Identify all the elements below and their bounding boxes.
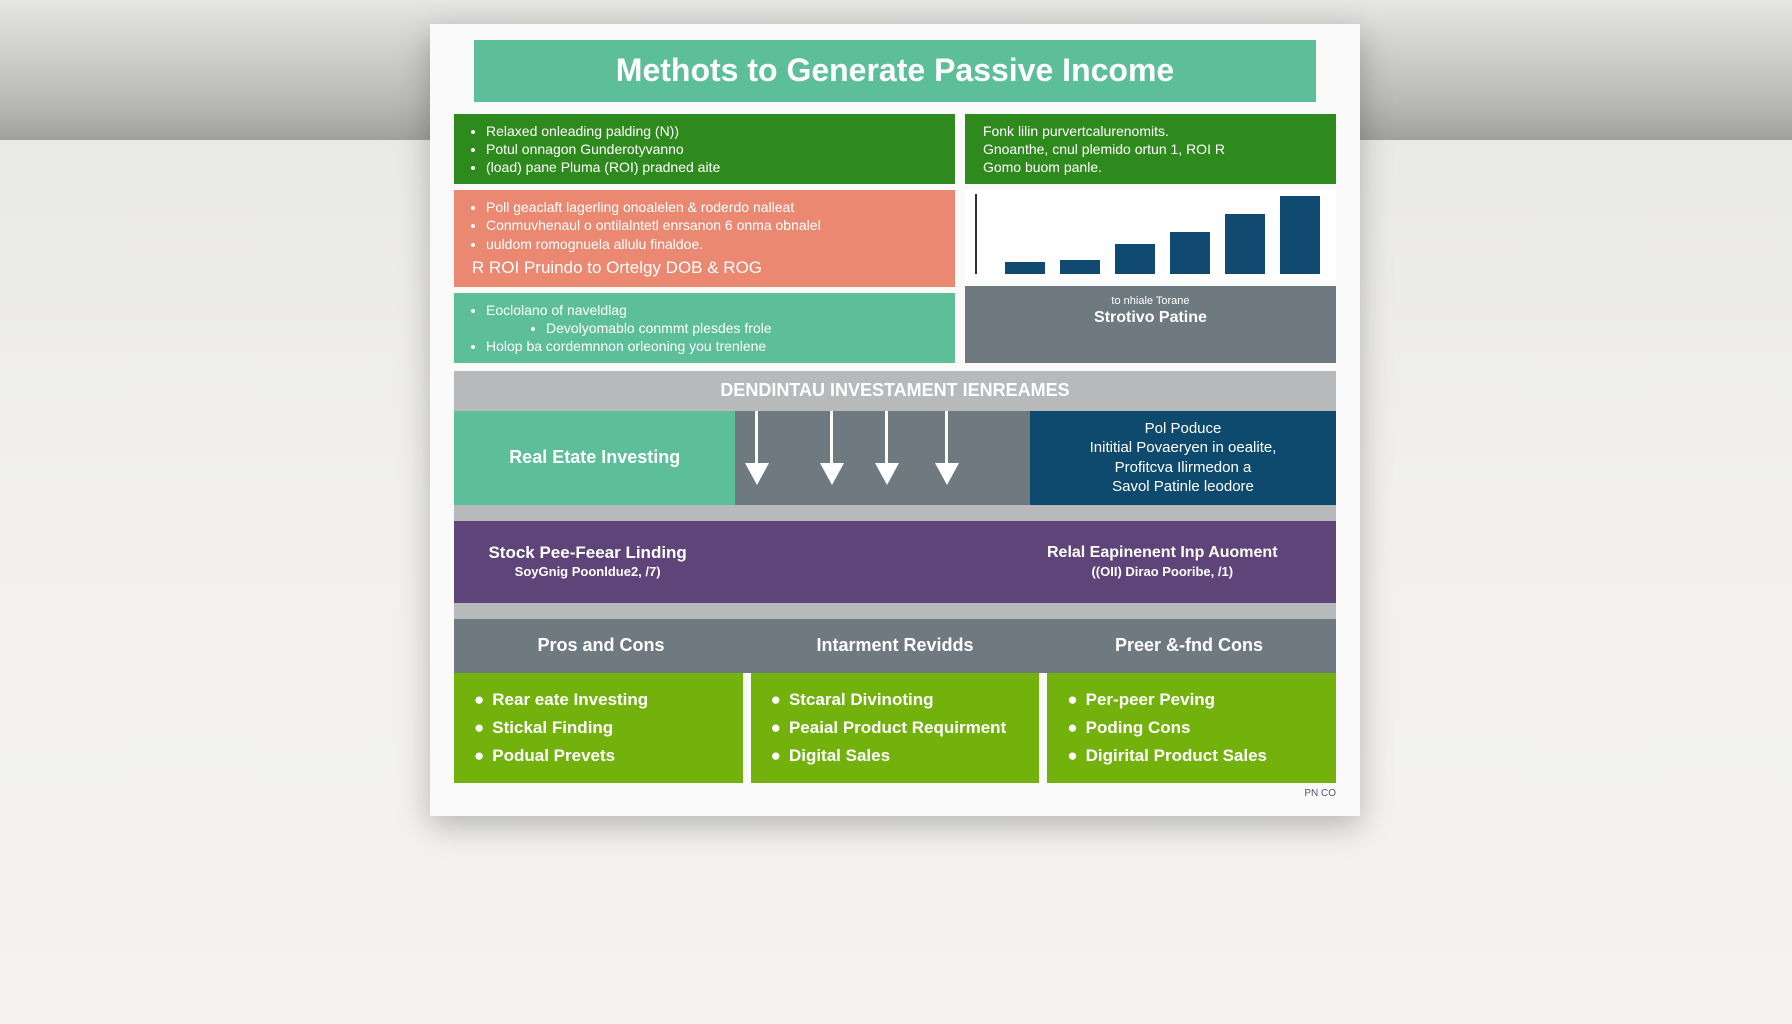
column-1: Rear eate InvestingStickal FindingPodual… — [454, 672, 743, 784]
chart-bar — [1224, 214, 1265, 275]
text-line: SoyGnig Poonldue2, /7) — [514, 564, 661, 580]
list-item: (load) pane Pluma (ROI) pradned aite — [486, 158, 937, 176]
text-line: Fonk lilin purvertcalurenomits. — [982, 122, 1169, 139]
list-item: Podual Prevets — [474, 745, 723, 767]
poster: Methots to Generate Passive Income Relax… — [430, 24, 1360, 817]
top-right-box: Fonk lilin purvertcalurenomits. Gnoanthe… — [964, 113, 1336, 185]
real-estate-box: Real Etate Investing — [454, 410, 736, 505]
text-line: Stock Pee-Feear Linding — [488, 543, 687, 563]
down-arrow-icon — [935, 410, 960, 485]
poster-title: Methots to Generate Passive Income — [474, 40, 1316, 102]
gray-caption: to nhiale Torane — [1111, 295, 1190, 308]
gray-box: to nhiale Torane Strotivo Patine — [964, 286, 1336, 364]
list-item: Potul onnagon Gunderotyvanno — [486, 140, 937, 158]
text-line: Savol Patinle leodore — [1112, 478, 1254, 496]
list-item: Stickal Finding — [474, 717, 723, 739]
footer-logo: PN CO — [1304, 788, 1336, 800]
list-item: Poll geaclaft lagerling onoalelen & rode… — [486, 198, 937, 216]
gray-band — [454, 504, 1336, 521]
list-item: uuldom romognuela allulu finaldoe. — [486, 235, 937, 253]
text-line: ((OII) Dirao Pooribe, /1) — [1091, 563, 1234, 579]
header-peer-cons: Preer &-fnd Cons — [1114, 635, 1264, 656]
salmon-footer: R ROI Pruindo to Ortelgy DOB & ROG — [472, 257, 763, 277]
header-returns: Intarment Revidds — [816, 635, 974, 656]
navy-box: Pol Poduce Inititial Povaeryen in oealit… — [1030, 410, 1336, 505]
chart-bar — [1279, 196, 1320, 275]
gray-band — [454, 602, 1336, 619]
down-arrow-icon — [875, 410, 900, 485]
chart-axis — [974, 194, 977, 275]
list-item: Digirital Product Sales — [1067, 745, 1316, 767]
chart-bar — [1059, 259, 1100, 275]
text-line: Gomo buom panle. — [982, 158, 1103, 175]
list-item: Poding Cons — [1067, 717, 1316, 739]
header-row: Pros and Cons Intarment Revidds Preer &-… — [454, 618, 1336, 673]
text-line: Relal Eapinenent Inp Auoment — [1046, 543, 1278, 561]
text-line: Profitcva Ilirmedon a — [1114, 458, 1252, 476]
list-item: Stcaral Divinoting — [771, 689, 1020, 711]
text-line: Pol Poduce — [1144, 419, 1222, 437]
down-arrow-icon — [820, 410, 845, 485]
list-item: Peaial Product Requirment — [771, 717, 1020, 739]
list-item: Eoclolano of naveldlag — [486, 301, 937, 319]
green-box: Relaxed onleading palding (N)) Potul onn… — [454, 113, 955, 185]
list-item: Devolyomablo conmmt plesdes frole — [546, 319, 937, 337]
chart-bar — [1004, 262, 1045, 275]
gray-label: Strotivo Patine — [1094, 309, 1207, 327]
text-line: Inititial Povaeryen in oealite, — [1089, 439, 1277, 457]
chart-bar — [1169, 232, 1210, 275]
column-3: Per-peer PevingPoding ConsDigirital Prod… — [1047, 672, 1337, 784]
salmon-box: Poll geaclaft lagerling onoalelen & rode… — [454, 190, 955, 287]
list-item: Per-peer Peving — [1067, 689, 1316, 711]
purple-right: Relal Eapinenent Inp Auoment ((OII) Dirao… — [989, 527, 1336, 597]
mint-box: Eoclolano of naveldlag Devolyomablo conm… — [454, 292, 955, 364]
chart-bar — [1114, 244, 1155, 275]
list-item: Holop ba cordemnnon orleoning you trenle… — [486, 337, 937, 355]
header-pros-cons: Pros and Cons — [537, 635, 665, 656]
list-item: Rear eate Investing — [474, 689, 723, 711]
column-2: Stcaral DivinotingPeaial Product Requirm… — [750, 672, 1040, 784]
down-arrow-icon — [745, 410, 770, 485]
list-item: Conmuvhenaul o ontilalntetl enrsanon 6 o… — [486, 216, 937, 234]
list-item: Digital Sales — [771, 745, 1020, 767]
bar-chart — [964, 190, 1336, 281]
banner: DENDINTAU INVESTAMENT IENREAMES — [454, 371, 1336, 411]
text-line: Gnoanthe, cnul plemido ortun 1, ROI R — [982, 140, 1225, 157]
list-item: Relaxed onleading palding (N)) — [486, 122, 937, 140]
arrows-panel — [735, 410, 1030, 505]
